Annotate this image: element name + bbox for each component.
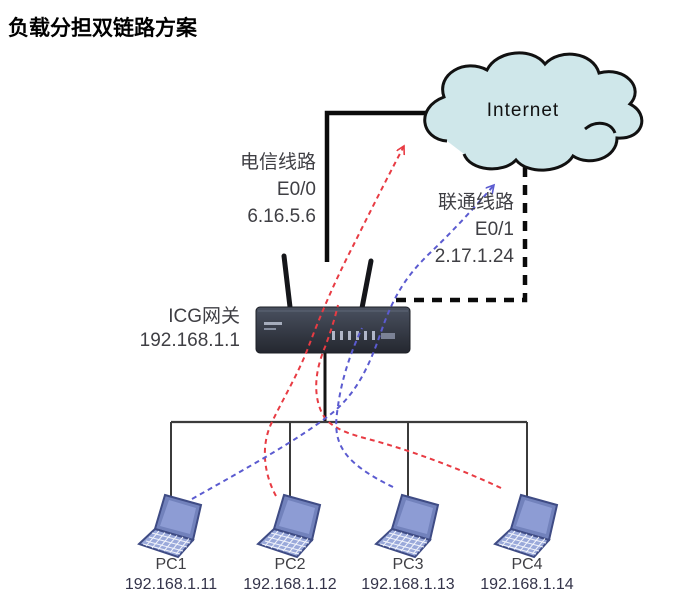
antenna-right-icon bbox=[359, 258, 374, 311]
pc4-ip: 192.168.1.14 bbox=[480, 576, 574, 593]
gateway-router bbox=[255, 253, 411, 354]
cloud-curl bbox=[584, 121, 617, 134]
unicom-link-label: 联通线路 E0/1 2.17.1.24 bbox=[374, 189, 514, 270]
router-logo bbox=[264, 322, 282, 325]
flow-unicom-pc3 bbox=[335, 327, 394, 488]
pc1-label: PC1 192.168.1.11 bbox=[106, 555, 236, 595]
pc1-laptop-icon bbox=[138, 494, 202, 558]
pc2-label: PC2 192.168.1.12 bbox=[225, 555, 355, 595]
flow-telecom-pc2 bbox=[263, 146, 404, 497]
flow-telecom-pc4 bbox=[315, 304, 502, 489]
internet-cloud bbox=[423, 51, 644, 172]
flow-unicom-pc1 bbox=[191, 185, 494, 500]
page-title: 负载分担双链路方案 bbox=[8, 17, 197, 40]
unicom-ip: 2.17.1.24 bbox=[434, 246, 514, 267]
antenna-left-icon bbox=[281, 253, 293, 310]
pc4-label: PC4 192.168.1.14 bbox=[462, 555, 592, 595]
unicom-name: 联通线路 bbox=[437, 192, 514, 213]
pc3-ip: 192.168.1.13 bbox=[361, 576, 455, 593]
pc3-laptop-icon bbox=[375, 494, 439, 558]
internet-label: Internet bbox=[486, 100, 560, 121]
gateway-ip: 192.168.1.1 bbox=[139, 330, 240, 351]
pc2-name: PC2 bbox=[274, 556, 306, 573]
pc1-name: PC1 bbox=[155, 556, 187, 573]
pc1-ip: 192.168.1.11 bbox=[124, 576, 218, 593]
unicom-interface: E0/1 bbox=[474, 219, 514, 240]
pc2-ip: 192.168.1.12 bbox=[243, 576, 337, 593]
pc4-laptop-icon bbox=[494, 494, 558, 558]
pc3-label: PC3 192.168.1.13 bbox=[343, 555, 473, 595]
telecom-link-line bbox=[324, 110, 428, 262]
telecom-ip: 6.16.5.6 bbox=[247, 206, 316, 227]
router-logo-sub bbox=[264, 328, 276, 330]
router-port-wide bbox=[381, 333, 395, 339]
unicom-link-line bbox=[392, 167, 528, 303]
telecom-link-label: 电信线路 E0/0 6.16.5.6 bbox=[176, 149, 316, 230]
gateway-name: ICG网关 bbox=[168, 306, 240, 327]
pc4-name: PC4 bbox=[511, 556, 543, 573]
telecom-interface: E0/0 bbox=[276, 179, 316, 200]
pc2-laptop-icon bbox=[257, 494, 321, 558]
router-body bbox=[255, 306, 411, 354]
gateway-label: ICG网关 192.168.1.1 bbox=[88, 305, 240, 353]
pc3-name: PC3 bbox=[392, 556, 424, 573]
cloud-shape bbox=[423, 51, 644, 172]
telecom-name: 电信线路 bbox=[239, 152, 316, 173]
router-ports bbox=[332, 331, 375, 340]
